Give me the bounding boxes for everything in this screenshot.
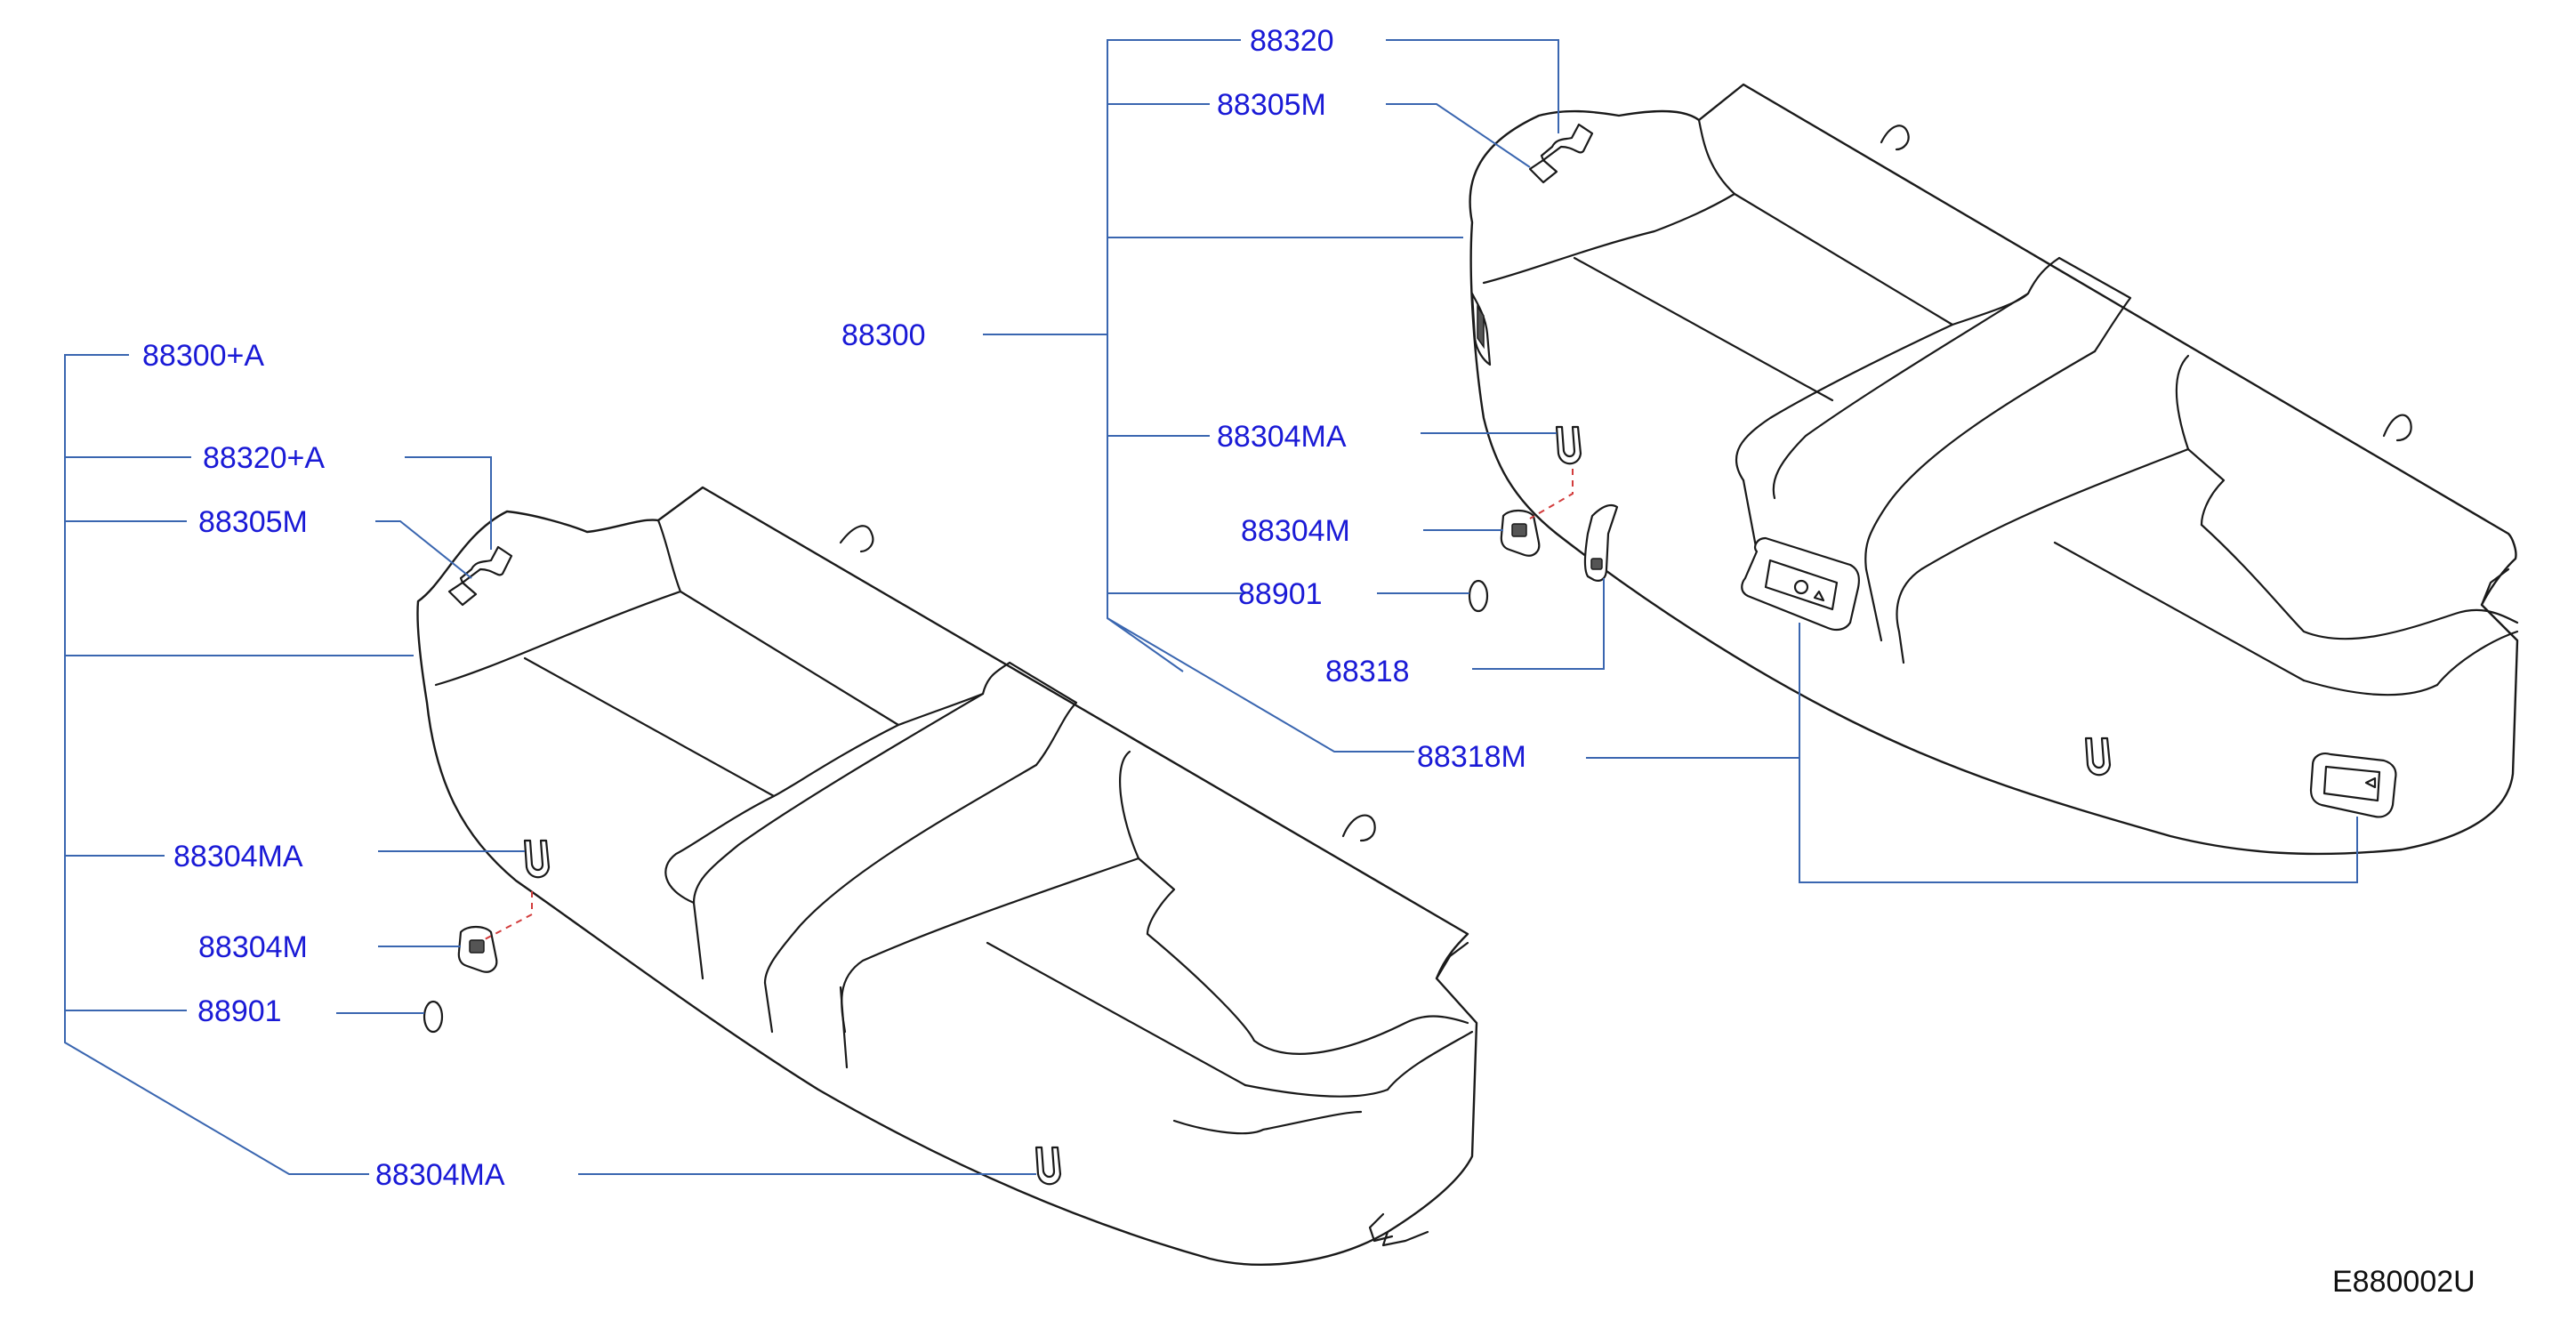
left-leader-lines xyxy=(64,354,1036,1175)
left-part-labels: 88300+A 88320+A 88305M 88304MA 88304M 88… xyxy=(142,339,505,1192)
label-right-88304m: 88304M xyxy=(1241,514,1350,548)
label-right-88300: 88300 xyxy=(841,318,926,352)
label-right-88901: 88901 xyxy=(1238,577,1323,611)
label-right-88318: 88318 xyxy=(1325,655,1410,688)
label-right-88318m: 88318M xyxy=(1417,740,1526,774)
left-seat-cushion xyxy=(416,486,1478,1266)
label-left-88320a: 88320+A xyxy=(203,441,325,475)
label-left-88304ma-side: 88304MA xyxy=(173,840,303,873)
label-left-88305m: 88305M xyxy=(198,505,308,539)
right-seat-cushion xyxy=(1468,83,2519,856)
label-right-88305m: 88305M xyxy=(1217,88,1326,122)
label-left-88300a: 88300+A xyxy=(142,339,264,373)
label-left-88901: 88901 xyxy=(197,994,282,1028)
right-leader-lines xyxy=(983,39,2358,883)
diagram-code: E880002U xyxy=(2332,1265,2475,1299)
right-part-labels: 88320 88305M 88300 88304MA 88304M 88901 … xyxy=(841,24,1526,774)
label-right-88304ma: 88304MA xyxy=(1217,420,1347,454)
label-left-88304ma-front: 88304MA xyxy=(375,1158,505,1192)
label-right-88320: 88320 xyxy=(1250,24,1334,58)
label-left-88304m: 88304M xyxy=(198,930,308,964)
